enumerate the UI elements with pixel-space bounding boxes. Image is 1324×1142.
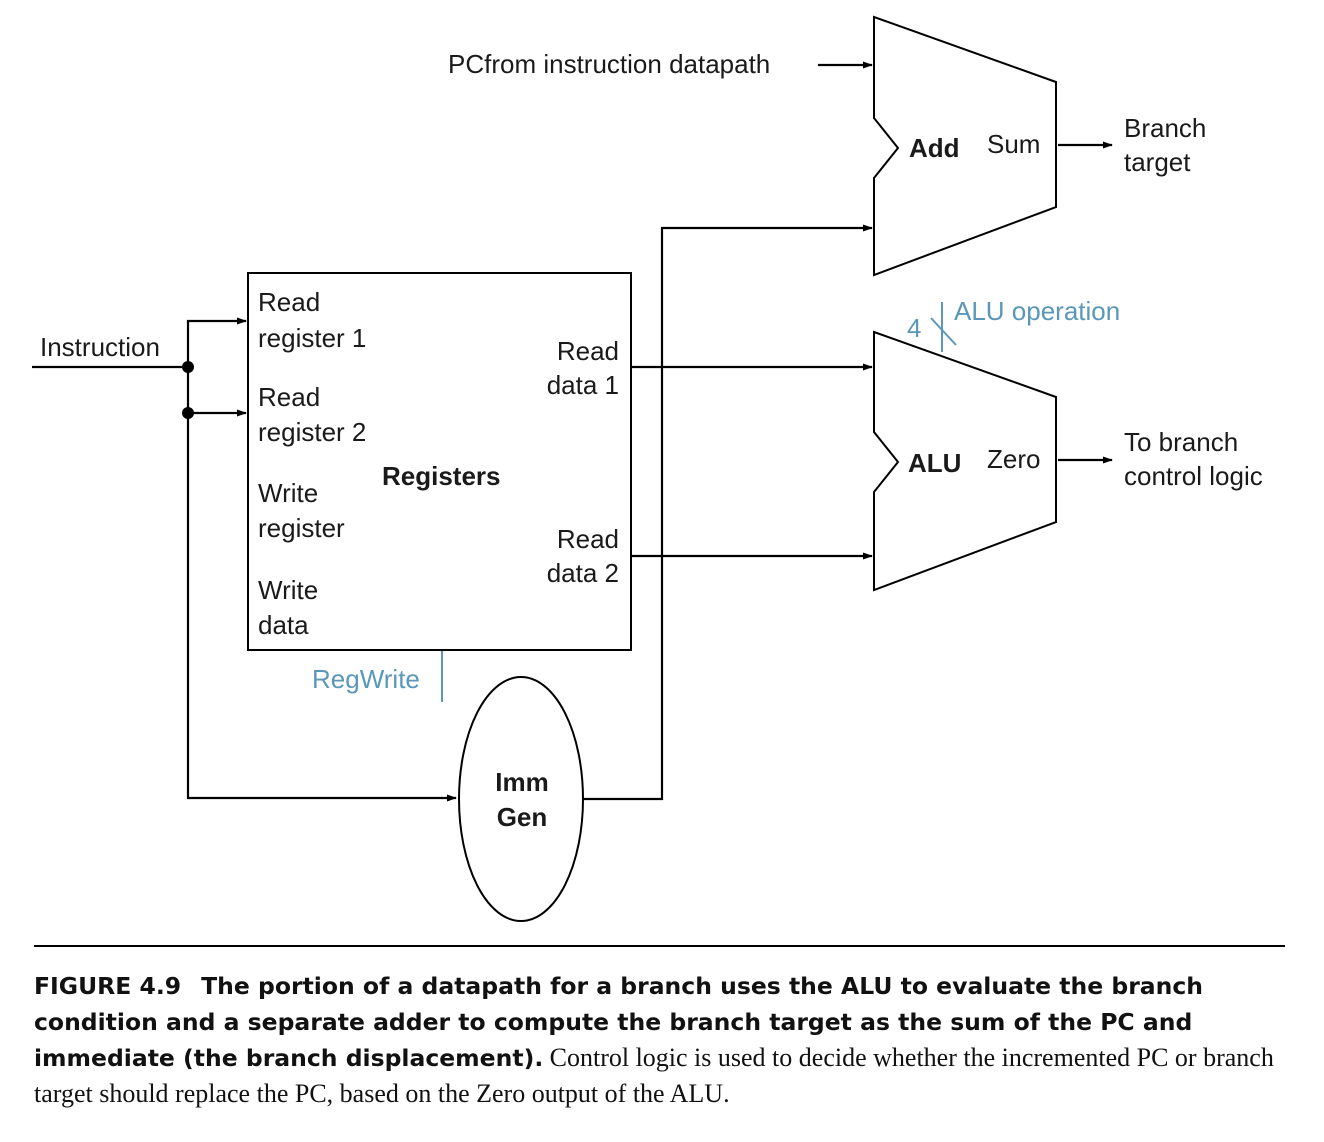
alu-operation-bus-slash xyxy=(930,317,957,346)
junction-dot xyxy=(182,407,194,419)
read-register-2-label-2: register 2 xyxy=(258,417,366,447)
imm-gen-to-adder-wire xyxy=(583,224,873,801)
adder-label: Add xyxy=(909,133,960,163)
branch-control-label-2: control logic xyxy=(1124,461,1263,491)
instruction-label: Instruction xyxy=(40,332,160,362)
alu-zero-label: Zero xyxy=(987,444,1040,474)
read-data-1-label-2: data 1 xyxy=(547,370,619,400)
registers-label: Registers xyxy=(382,461,501,491)
alu-operation-width: 4 xyxy=(907,313,921,343)
alu-unit xyxy=(873,330,1057,592)
imm-gen-label: Imm xyxy=(495,767,548,797)
caption-bold-text: The portion of a datapath for a branch u… xyxy=(34,972,1204,1072)
imm-gen-unit xyxy=(458,676,584,922)
branch-target-label: Branch xyxy=(1124,113,1206,143)
alu-operation-label: ALU operation xyxy=(954,296,1120,326)
adder-unit xyxy=(873,15,1057,277)
registers-block xyxy=(247,272,632,651)
datapath-diagram: Add Sum PCfrom instruction datapath Bran… xyxy=(32,15,1263,922)
regwrite-label: RegWrite xyxy=(312,664,420,694)
instruction-to-read-reg1 xyxy=(186,317,247,367)
caption-body-text: Control logic is used to decide whether … xyxy=(34,1043,1274,1108)
adder-sum-label: Sum xyxy=(987,129,1040,159)
read-data-1-label: Read xyxy=(557,336,619,366)
write-data-label: Write xyxy=(258,575,318,605)
instruction-bus xyxy=(32,365,457,802)
alu-label: ALU xyxy=(908,448,961,478)
write-data-label-2: data xyxy=(258,610,309,640)
pc-input-label: PCfrom instruction datapath xyxy=(448,49,770,79)
branch-target-label-2: target xyxy=(1124,147,1191,177)
branch-control-label: To branch xyxy=(1124,427,1238,457)
read-data-2-label-2: data 2 xyxy=(547,558,619,588)
junction-dot xyxy=(182,361,194,373)
caption-divider xyxy=(34,945,1285,947)
imm-gen-label-2: Gen xyxy=(497,802,548,832)
read-data-2-label: Read xyxy=(557,524,619,554)
figure-number: FIGURE 4.9 xyxy=(34,972,182,1000)
write-register-label: Write xyxy=(258,478,318,508)
read-register-2-label: Read xyxy=(258,382,320,412)
read-register-1-label: Read xyxy=(258,287,320,317)
read-register-1-label-2: register 1 xyxy=(258,323,366,353)
write-register-label-2: register xyxy=(258,513,345,543)
